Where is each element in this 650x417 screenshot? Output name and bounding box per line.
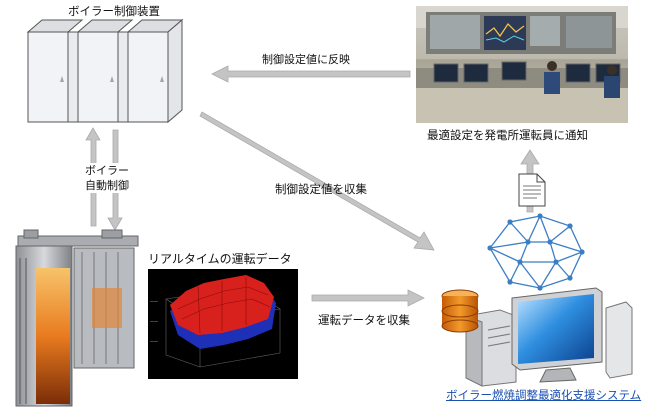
collect-data-arrow bbox=[311, 289, 425, 307]
server-monitor-icon bbox=[441, 287, 633, 387]
system-name-link[interactable]: ボイラー燃焼調整最適化支援システム bbox=[446, 388, 642, 402]
boiler-illustration bbox=[15, 229, 139, 407]
auto-control-label: ボイラー 自動制御 bbox=[72, 163, 142, 193]
svg-text:——: —— bbox=[150, 299, 158, 304]
notify-label: 最適設定を発電所運転員に通知 bbox=[427, 128, 588, 142]
auto-control-line1: ボイラー bbox=[85, 164, 129, 177]
server-cabinets-icon bbox=[26, 18, 184, 124]
collect-data-label: 運転データを収集 bbox=[318, 313, 410, 327]
svg-text:——: —— bbox=[150, 339, 158, 344]
controller-title: ボイラー制御装置 bbox=[68, 4, 160, 18]
3d-surface-chart: —— —— —— bbox=[148, 269, 298, 379]
collect-setpoint-arrow bbox=[199, 111, 435, 251]
feedback-label: 制御設定値に反映 bbox=[262, 53, 350, 66]
realtime-label: リアルタイムの運転データ bbox=[148, 252, 292, 266]
document-icon bbox=[518, 173, 546, 207]
svg-text:——: —— bbox=[150, 319, 158, 324]
control-room-photo bbox=[416, 6, 628, 123]
feedback-arrow bbox=[211, 65, 411, 83]
auto-control-line2: 自動制御 bbox=[85, 179, 129, 192]
neural-network-icon bbox=[487, 213, 585, 291]
collect-setpoint-label: 制御設定値を収集 bbox=[275, 182, 367, 196]
